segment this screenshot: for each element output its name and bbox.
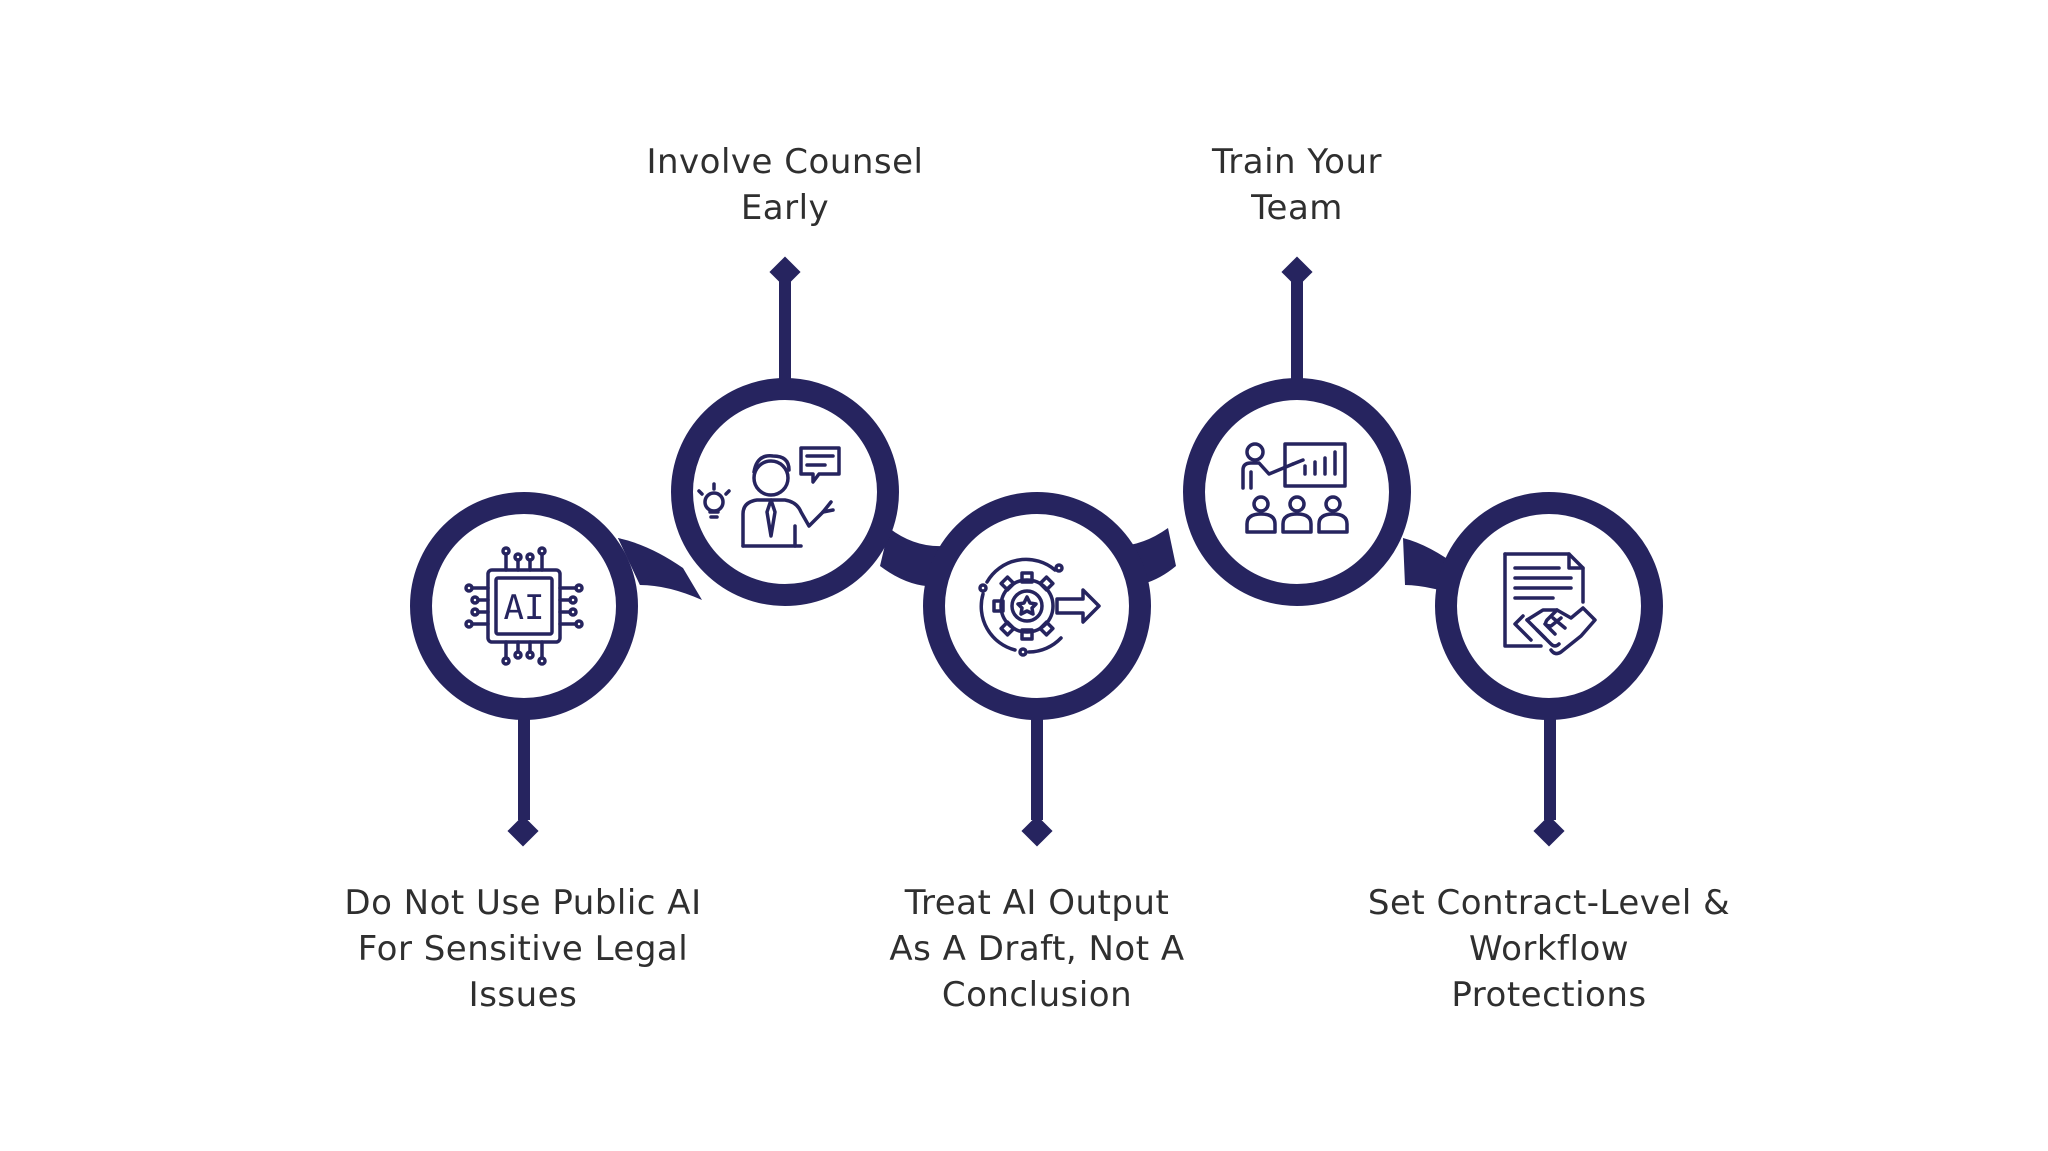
gear-star-arrow-icon	[978, 557, 1101, 657]
stem-step-3	[1031, 700, 1043, 820]
step-5-label-line-2: Workflow	[1468, 929, 1630, 969]
step-5-label: Set Contract-Level & Workflow Protection…	[1329, 880, 1769, 1018]
stems	[518, 268, 1556, 820]
diamond-step-2	[769, 256, 801, 288]
ring-step-3	[923, 492, 1151, 720]
step-2-label-line-1: Involve Counsel	[646, 142, 924, 182]
contract-handshake-icon	[1503, 552, 1597, 656]
step-5-label-line-3: Protections	[1451, 975, 1647, 1015]
step-1-label: Do Not Use Public AI For Sensitive Legal…	[303, 880, 743, 1018]
step-rings	[410, 378, 1663, 720]
diamond-step-1	[507, 815, 539, 847]
step-5-label-line-1: Set Contract-Level &	[1367, 883, 1731, 923]
step-2-label-line-2: Early	[740, 188, 830, 228]
step-4-label: Train Your Team	[1077, 139, 1517, 231]
step-2-label: Involve Counsel Early	[565, 139, 1005, 231]
ring-step-4	[1183, 378, 1411, 606]
step-4-label-line-2: Team	[1251, 188, 1343, 228]
diamond-step-5	[1533, 815, 1565, 847]
diamond-step-3	[1021, 815, 1053, 847]
diamond-step-4	[1281, 256, 1313, 288]
step-3-label-line-1: Treat AI Output	[904, 883, 1170, 923]
presentation-team-icon	[1241, 442, 1349, 534]
ring-step-2	[671, 378, 899, 606]
ring-step-1	[410, 492, 638, 720]
step-1-label-line-1: Do Not Use Public AI	[344, 883, 702, 923]
step-3-label: Treat AI Output As A Draft, Not A Conclu…	[817, 880, 1257, 1018]
step-3-label-line-2: As A Draft, Not A	[889, 929, 1185, 969]
ai-badge-text: AI	[504, 588, 545, 628]
step-1-label-line-3: Issues	[468, 975, 578, 1015]
stem-step-1	[518, 700, 530, 820]
stem-step-5	[1544, 700, 1556, 820]
ai-chip-icon: AI	[464, 546, 584, 666]
ring-step-5	[1435, 492, 1663, 720]
step-4-label-line-1: Train Your	[1212, 142, 1382, 182]
stem-step-4	[1291, 268, 1303, 388]
stem-step-2	[779, 268, 791, 388]
step-1-label-line-2: For Sensitive Legal	[357, 929, 689, 969]
step-3-label-line-3: Conclusion	[941, 975, 1133, 1015]
consultant-speaking-icon	[697, 446, 841, 548]
